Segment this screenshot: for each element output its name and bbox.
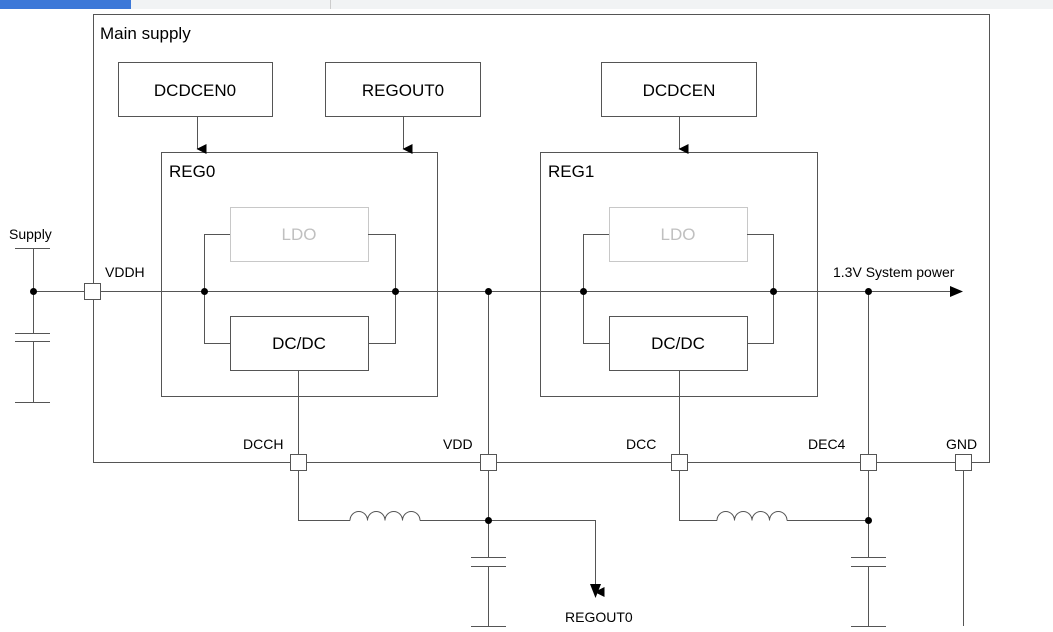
- reg1-ldo-label: LDO: [661, 225, 696, 244]
- reg1-dcdc-label: DC/DC: [651, 334, 705, 353]
- junction-dot: [865, 288, 872, 295]
- junction-dot: [580, 288, 587, 295]
- supply-label: Supply: [9, 226, 52, 242]
- inductor-right: [716, 511, 788, 521]
- vddh-pad: [84, 283, 101, 300]
- browser-tab-bar: [0, 0, 1053, 9]
- gnd-label: GND: [946, 436, 977, 452]
- dcch-label: DCCH: [243, 436, 283, 452]
- junction-dot: [201, 288, 208, 295]
- system-power-label: 1.3V System power: [833, 264, 955, 280]
- vdd-pad: [480, 454, 497, 471]
- inductor-left: [349, 511, 421, 521]
- junction-dot: [392, 288, 399, 295]
- system-power-arrow: [950, 286, 963, 297]
- vdd-label: VDD: [443, 436, 473, 452]
- main-supply-label: Main supply: [100, 24, 191, 43]
- main-supply-box: [93, 14, 990, 463]
- junction-dot: [485, 288, 492, 295]
- dec4-label: DEC4: [808, 436, 846, 452]
- reg0-dcdc-label: DC/DC: [272, 334, 326, 353]
- dcdcen0-label: DCDCEN0: [154, 81, 236, 100]
- regout0-arrow: [590, 584, 601, 598]
- dcc-pad: [671, 454, 688, 471]
- junction-dot: [485, 517, 492, 524]
- browser-tab[interactable]: [131, 0, 331, 9]
- regout0-output-label: REGOUT0: [565, 609, 633, 625]
- reg1-box: [540, 152, 818, 397]
- reg0-label: REG0: [169, 162, 215, 181]
- dec4-pad: [860, 454, 877, 471]
- dcdcen-label: DCDCEN: [643, 81, 716, 100]
- gnd-pad: [955, 454, 972, 471]
- regout0-register-label: REGOUT0: [362, 81, 444, 100]
- junction-dot: [865, 517, 872, 524]
- junction-dot: [770, 288, 777, 295]
- dcc-label: DCC: [626, 436, 656, 452]
- dcdcen0-box: [118, 62, 273, 117]
- dcch-pad: [290, 454, 307, 471]
- junction-dot: [30, 288, 37, 295]
- reg0-ldo-label: LDO: [282, 225, 317, 244]
- browser-tab-active[interactable]: [0, 0, 131, 9]
- reg0-box: [161, 152, 438, 397]
- reg1-label: REG1: [548, 162, 594, 181]
- vddh-label: VDDH: [105, 264, 145, 280]
